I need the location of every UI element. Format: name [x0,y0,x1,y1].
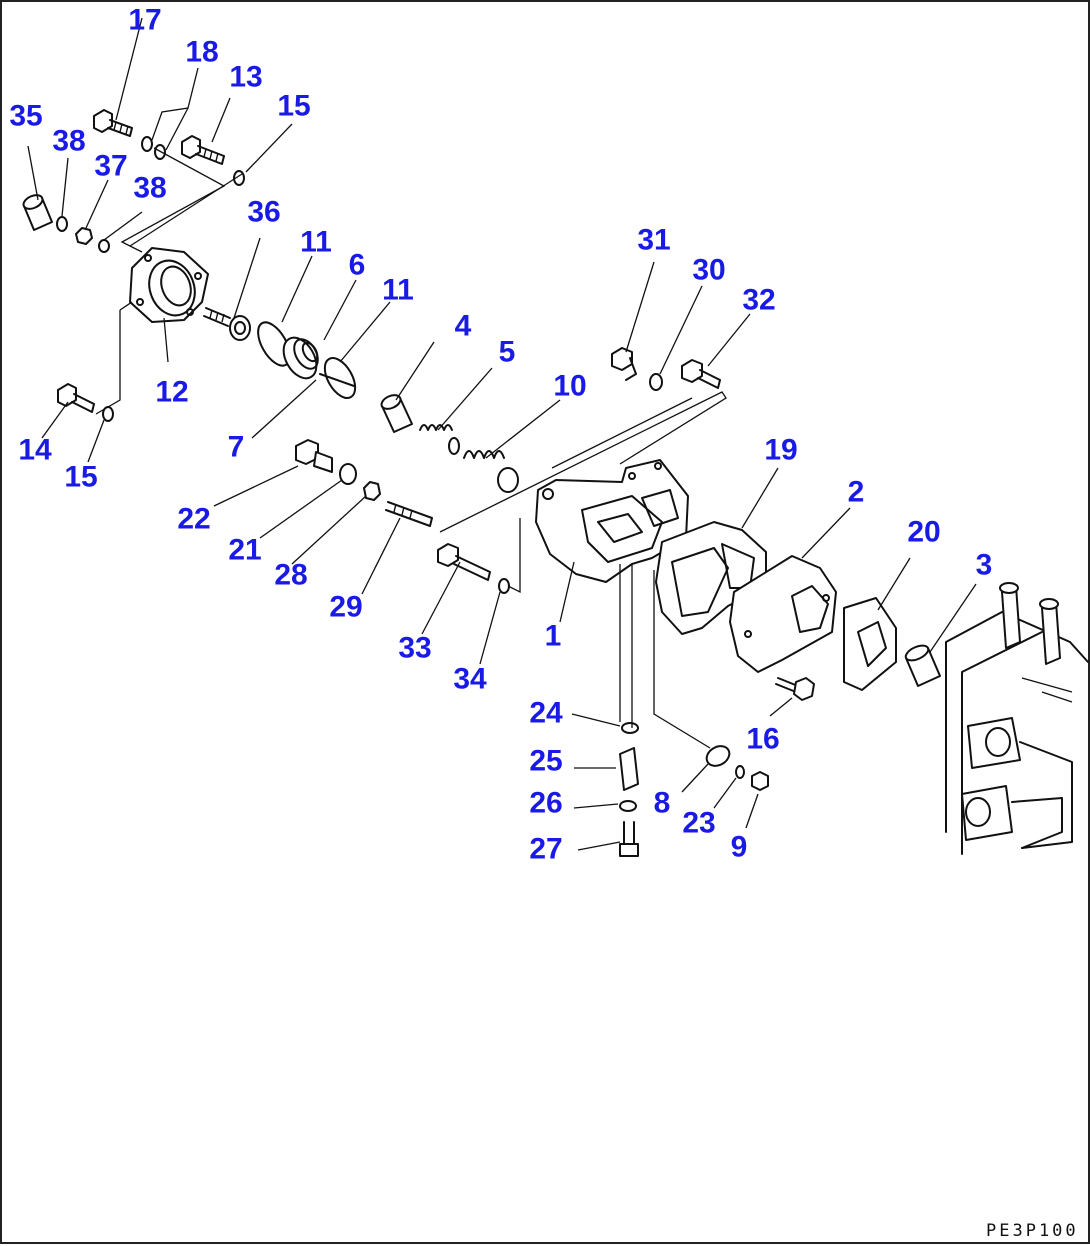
callout-28: 28 [274,559,307,592]
part-36-screw [203,307,251,341]
part-28-nut [363,481,381,501]
part-20-gasket [843,597,897,691]
callout-29: 29 [329,591,362,624]
callout-8: 8 [654,787,671,820]
callout-18: 18 [185,36,218,69]
callout-34: 34 [453,663,487,696]
callout-21: 21 [228,534,261,567]
callout-35: 35 [9,100,42,133]
part-17-bolt [93,109,133,137]
part-32-fitting [681,359,721,389]
callout-25: 25 [529,745,562,778]
part-11-o-ring-b [323,357,357,399]
callout-26: 26 [529,787,562,820]
callout-30: 30 [692,254,725,287]
callout-17: 17 [128,4,161,37]
part-16-fitting [775,677,815,701]
callout-1: 1 [545,620,562,653]
callout-2: 2 [848,476,865,509]
part-drawings [22,109,1089,857]
callout-24: 24 [529,697,563,730]
drawing-code: PE3P100 [986,1221,1079,1241]
part-23-washer [735,765,745,779]
callout-32: 32 [742,284,775,317]
callout-23: 23 [682,807,715,840]
part-38-washer [56,216,68,232]
part-33-bolt [437,543,491,581]
callout-33: 33 [398,632,431,665]
callout-3: 3 [976,549,993,582]
part-25-bracket [619,747,639,791]
leader-lines [27,17,977,851]
callout-9: 9 [731,831,748,864]
callout-16: 16 [746,723,779,756]
part-4-spacer [380,394,413,433]
part-14-bolt [57,383,95,413]
callout-11: 11 [300,226,332,259]
callout-27: 27 [529,833,562,866]
callout-14: 14 [18,434,52,467]
callout-31: 31 [637,224,670,257]
callout-22: 22 [177,503,210,536]
part-8-plate [705,745,731,767]
part-34-washer [498,578,510,594]
callout-6: 6 [349,249,366,282]
part-30-washer [649,373,663,391]
part-24-washer [621,722,639,734]
callout-19: 19 [764,434,797,467]
part-18-washers [141,136,166,160]
part-31-plug [611,347,637,381]
part-15-washer [233,170,245,186]
callout-38: 38 [52,125,85,158]
part-38-washer-b [98,239,110,253]
pump-body [945,582,1089,855]
part-3-sleeve [904,644,941,687]
part-13-bolt [181,135,225,165]
part-6-piston [282,336,319,380]
part-37-nut [75,227,93,245]
callout-5: 5 [499,336,516,369]
callout-13: 13 [229,61,262,94]
part-5-spring [419,424,460,455]
callout-7: 7 [228,431,245,464]
callout-11-b: 11 [382,274,414,307]
callout-15-b: 15 [64,461,97,494]
part-7-pin [319,373,355,387]
callout-38-b: 38 [133,172,166,205]
part-2-plate [729,555,837,673]
part-27-bolt [619,821,639,857]
part-21-washer [339,463,357,485]
part-12-cover [129,247,209,323]
part-10-spring [463,450,519,493]
callout-12: 12 [155,376,188,409]
callout-36: 36 [247,196,280,229]
part-11-o-ring [257,321,291,367]
part-29-stud [385,501,433,527]
callout-20: 20 [907,516,940,549]
part-22-plug [295,439,333,473]
part-9-nut [751,771,769,791]
callout-37: 37 [94,150,127,183]
callout-15: 15 [277,90,310,123]
callout-4: 4 [455,310,472,343]
part-26-washer [619,800,637,812]
callout-10: 10 [553,370,586,403]
callout-labels: 17 18 13 15 35 38 37 38 36 11 6 11 31 30… [9,4,992,866]
part-35-sleeve [22,194,53,231]
